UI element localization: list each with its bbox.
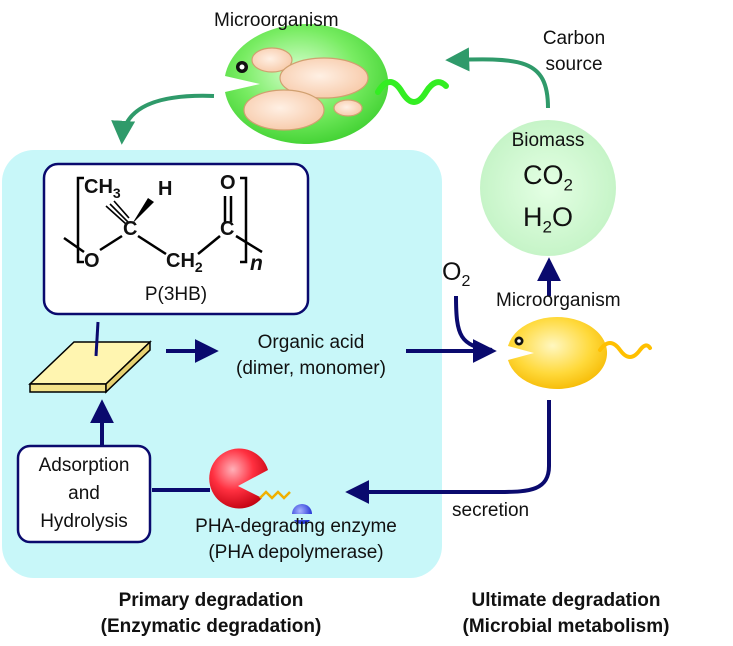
co2-main: CO [523,160,564,190]
p3hb-label: P(3HB) [144,284,208,305]
primary-degradation-caption: Primary degradation (Enzymatic degradati… [56,588,366,640]
p3hb-structural-formula [63,176,263,264]
p3hb-structure-box [42,162,310,316]
ch3-group: CH3 [84,176,121,201]
secretion-label: secretion [452,500,530,521]
ch3-main: CH [84,176,113,198]
h2o-label: H2O [490,202,606,237]
ch2-group: CH2 [166,250,203,275]
enzyme-line-2: (PHA depolymerase) [208,542,384,563]
o2-subscript: 2 [461,273,471,290]
enzyme-icon [209,448,314,524]
ultimate-degradation-caption: Ultimate degradation (Microbial metaboli… [426,588,706,640]
primary-caption-line-1: Primary degradation [118,590,304,611]
carbon-source-label: Carbon source [524,26,624,78]
microorganism-to-polymer-arrow [111,93,215,145]
carbon-source-arrow [445,47,550,109]
o2-label: O2 [442,258,470,291]
adsorption-line-3: Hydrolysis [40,511,128,532]
organic-acid-line-2: (dimer, monomer) [236,358,386,379]
polymer-film-icon [28,340,152,394]
primary-caption-line-2: (Enzymatic degradation) [100,616,322,637]
microorganism-top-label: Microorganism [214,10,339,31]
enzyme-label: PHA-degrading enzyme (PHA depolymerase) [164,514,428,566]
h2o-o: O [551,202,573,232]
oxygen-arrow [454,295,493,352]
o2-main: O [442,258,462,286]
ultimate-caption-line-2: (Microbial metabolism) [462,616,670,637]
o-carbonyl-atom: O [220,172,236,194]
ultimate-caption-line-1: Ultimate degradation [471,590,661,611]
organic-acid-line-1: Organic acid [257,332,365,353]
adsorption-line-1: Adsorption [38,455,130,476]
organic-acid-label: Organic acid (dimer, monomer) [220,330,402,382]
adsorption-hydrolysis-box [16,444,152,544]
ch2-subscript: 2 [194,259,203,275]
h2o-h: H [523,202,543,232]
o-ester-atom: O [84,250,100,272]
h2o-subscript: 2 [542,217,552,237]
co2-label: CO2 [490,160,606,195]
biomass-label: Biomass [511,130,585,151]
ch3-subscript: 3 [112,185,121,201]
adsorption-line-2: and [68,483,100,504]
carbon-source-line-2: source [545,54,603,75]
ch2-main: CH [166,250,195,272]
n-subscript: n [250,252,263,275]
c-carbonyl-atom: C [220,218,235,240]
biomass-bubble [480,120,616,256]
carbon-source-line-1: Carbon [542,28,606,49]
green-microorganism-icon [225,24,449,144]
enzyme-line-1: PHA-degrading enzyme [195,516,397,537]
h-atom: H [158,178,173,200]
yellow-microorganism-icon [508,317,652,389]
co2-subscript: 2 [563,175,573,195]
adsorption-hydrolysis-label: Adsorption and Hydrolysis [18,452,150,536]
secretion-arrow [345,400,551,504]
c-chiral-atom: C [123,218,138,240]
microorganism-right-label: Microorganism [496,290,621,311]
